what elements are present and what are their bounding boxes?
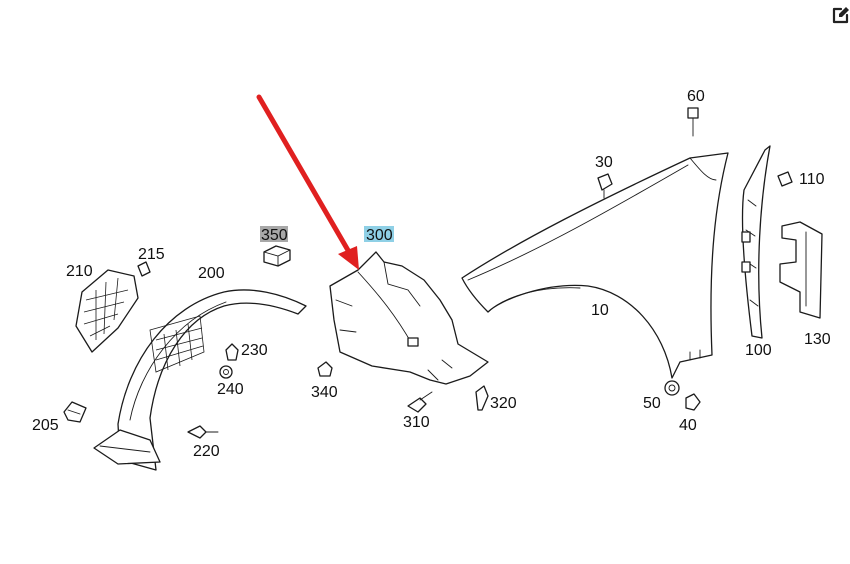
- label-30: 30: [595, 154, 613, 171]
- part-350-block[interactable]: [263, 245, 291, 267]
- label-60: 60: [687, 88, 705, 105]
- part-130-seal[interactable]: [779, 221, 823, 319]
- part-40-nut[interactable]: [685, 393, 701, 411]
- label-130: 130: [804, 331, 831, 348]
- part-340-nut[interactable]: [317, 361, 333, 377]
- label-240: 240: [217, 381, 244, 398]
- label-110: 110: [799, 171, 825, 188]
- label-230: 230: [241, 342, 268, 359]
- label-310: 310: [403, 414, 430, 431]
- part-100-bracket[interactable]: [741, 145, 771, 339]
- label-100: 100: [745, 342, 772, 359]
- part-210-panel[interactable]: [75, 269, 139, 353]
- part-320-clip[interactable]: [475, 385, 489, 411]
- label-50: 50: [643, 395, 661, 412]
- part-30-bolt[interactable]: [597, 173, 613, 199]
- part-50-nut[interactable]: [664, 380, 680, 396]
- label-200: 200: [198, 265, 225, 282]
- label-220: 220: [193, 443, 220, 460]
- label-300-highlight: [364, 226, 394, 242]
- label-320: 320: [490, 395, 517, 412]
- part-205-bracket[interactable]: [63, 401, 87, 423]
- part-230-clip[interactable]: [225, 343, 239, 361]
- part-10-fender[interactable]: [461, 152, 729, 379]
- label-340: 340: [311, 384, 338, 401]
- pointer-arrow: [256, 94, 359, 270]
- part-110-screw[interactable]: [777, 171, 793, 187]
- part-240-nut[interactable]: [219, 365, 233, 379]
- part-220-screw[interactable]: [187, 425, 219, 439]
- label-210: 210: [66, 263, 93, 280]
- part-200-arch-liner[interactable]: [93, 289, 307, 471]
- label-350-highlight: [260, 226, 288, 242]
- part-215-clip[interactable]: [137, 261, 151, 277]
- label-40: 40: [679, 417, 697, 434]
- label-215: 215: [138, 246, 165, 263]
- label-10: 10: [591, 302, 609, 319]
- part-310-screw[interactable]: [407, 391, 433, 413]
- label-205: 205: [32, 417, 59, 434]
- label-350: 350: [261, 227, 288, 244]
- part-300-liner[interactable]: [329, 251, 489, 385]
- part-60-bolt[interactable]: [687, 107, 699, 137]
- edit-icon[interactable]: [830, 4, 850, 26]
- label-300: 300: [366, 227, 393, 244]
